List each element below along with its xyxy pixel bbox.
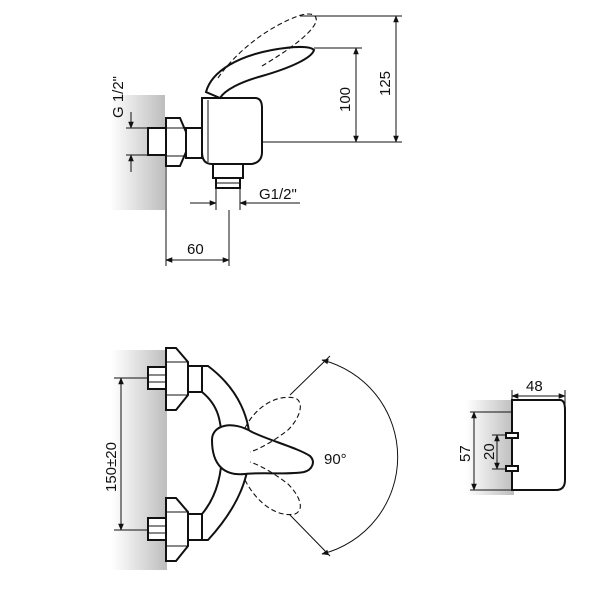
lever-raised-outline [217,13,317,79]
wall-depth-label: 60 [187,241,204,258]
side-view: G 1/2" G1/2" 60 100 [110,13,402,266]
inlet-spacing-label: 150±20 [103,442,120,492]
upper-inlet [147,347,203,411]
inlet-spacing-dimension: 150±20 [103,377,148,531]
outlet-connector [212,163,244,189]
outlet-thread-label: G1/2" [259,186,297,203]
mixer-body [201,97,263,165]
total-height-label: 125 [377,71,394,96]
front-view: 90° 150±20 [103,347,399,570]
rotation-angle-label: 90° [324,451,347,468]
cover-plate [511,399,566,491]
pin-spacing-dimension: 20 [481,434,506,470]
total-height-dimension: 125 [300,15,402,143]
outlet-height-dimension: 100 [262,47,362,143]
wall-depth-dimension: 60 [165,166,230,266]
lower-inlet [147,497,203,562]
cover-detail-view: 48 57 20 [457,378,566,495]
rotation-arc [321,358,399,556]
inlet-thread-dimension: G 1/2" [110,76,148,172]
outlet-height-label: 100 [337,87,354,112]
cover-width-dimension: 48 [511,378,566,410]
lever-handle [210,424,314,476]
cover-height-dimension: 57 [457,411,512,491]
lever-handle [204,46,316,100]
outlet-thread-dimension: G1/2" [190,186,300,210]
lever-rotated-up-outline [244,396,301,453]
cover-height-label: 57 [457,445,474,462]
inlet-thread-label: G 1/2" [110,76,127,118]
lever-rotated-down-outline [244,461,301,516]
cover-width-label: 48 [526,378,543,395]
pin-spacing-label: 20 [481,443,498,460]
